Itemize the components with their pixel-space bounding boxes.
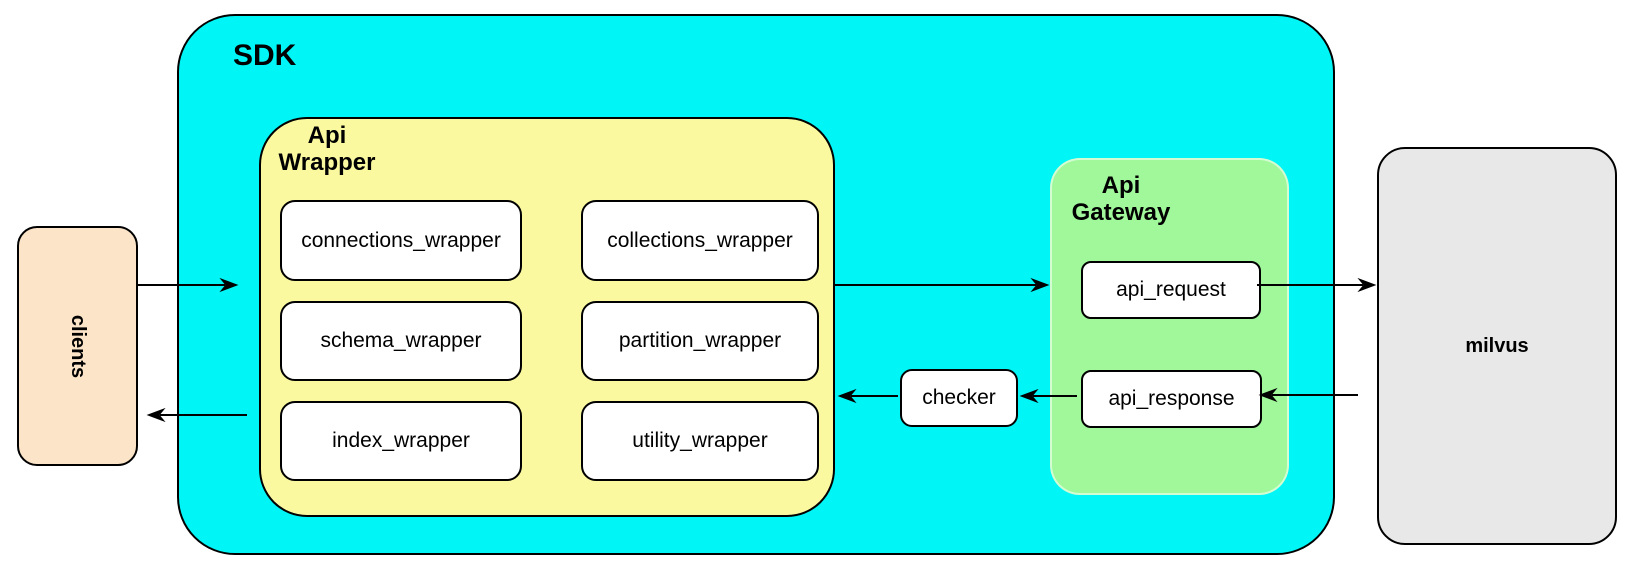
node-collections-wrapper: collections_wrapper [581,200,819,281]
node-index-wrapper: index_wrapper [280,401,522,481]
api-gateway-label-line1: Api [1101,172,1141,199]
node-clients: clients [17,226,138,466]
node-connections-wrapper: connections_wrapper [280,200,522,281]
sdk-container: SDK Api Wrapper connections_wrapper coll… [177,14,1335,555]
api-wrapper-label-line2: Wrapper [278,148,376,176]
clients-label: clients [66,314,89,378]
api-wrapper-label-line1: Api [307,122,347,149]
api-gateway-label: Api Gateway [1062,172,1180,227]
node-partition-wrapper: partition_wrapper [581,301,819,381]
node-milvus: milvus [1377,147,1617,545]
node-utility-wrapper: utility_wrapper [581,401,819,481]
api-wrapper-container: Api Wrapper connections_wrapper collecti… [259,117,835,517]
api-gateway-container: Api Gateway api_request api_response [1050,158,1289,495]
node-schema-wrapper: schema_wrapper [280,301,522,381]
node-api-response: api_response [1081,370,1262,428]
api-wrapper-label: Api Wrapper [261,122,393,177]
node-api-request: api_request [1081,261,1261,319]
node-checker: checker [900,369,1018,427]
api-gateway-label-line2: Gateway [1071,198,1171,226]
sdk-label: SDK [233,39,297,72]
